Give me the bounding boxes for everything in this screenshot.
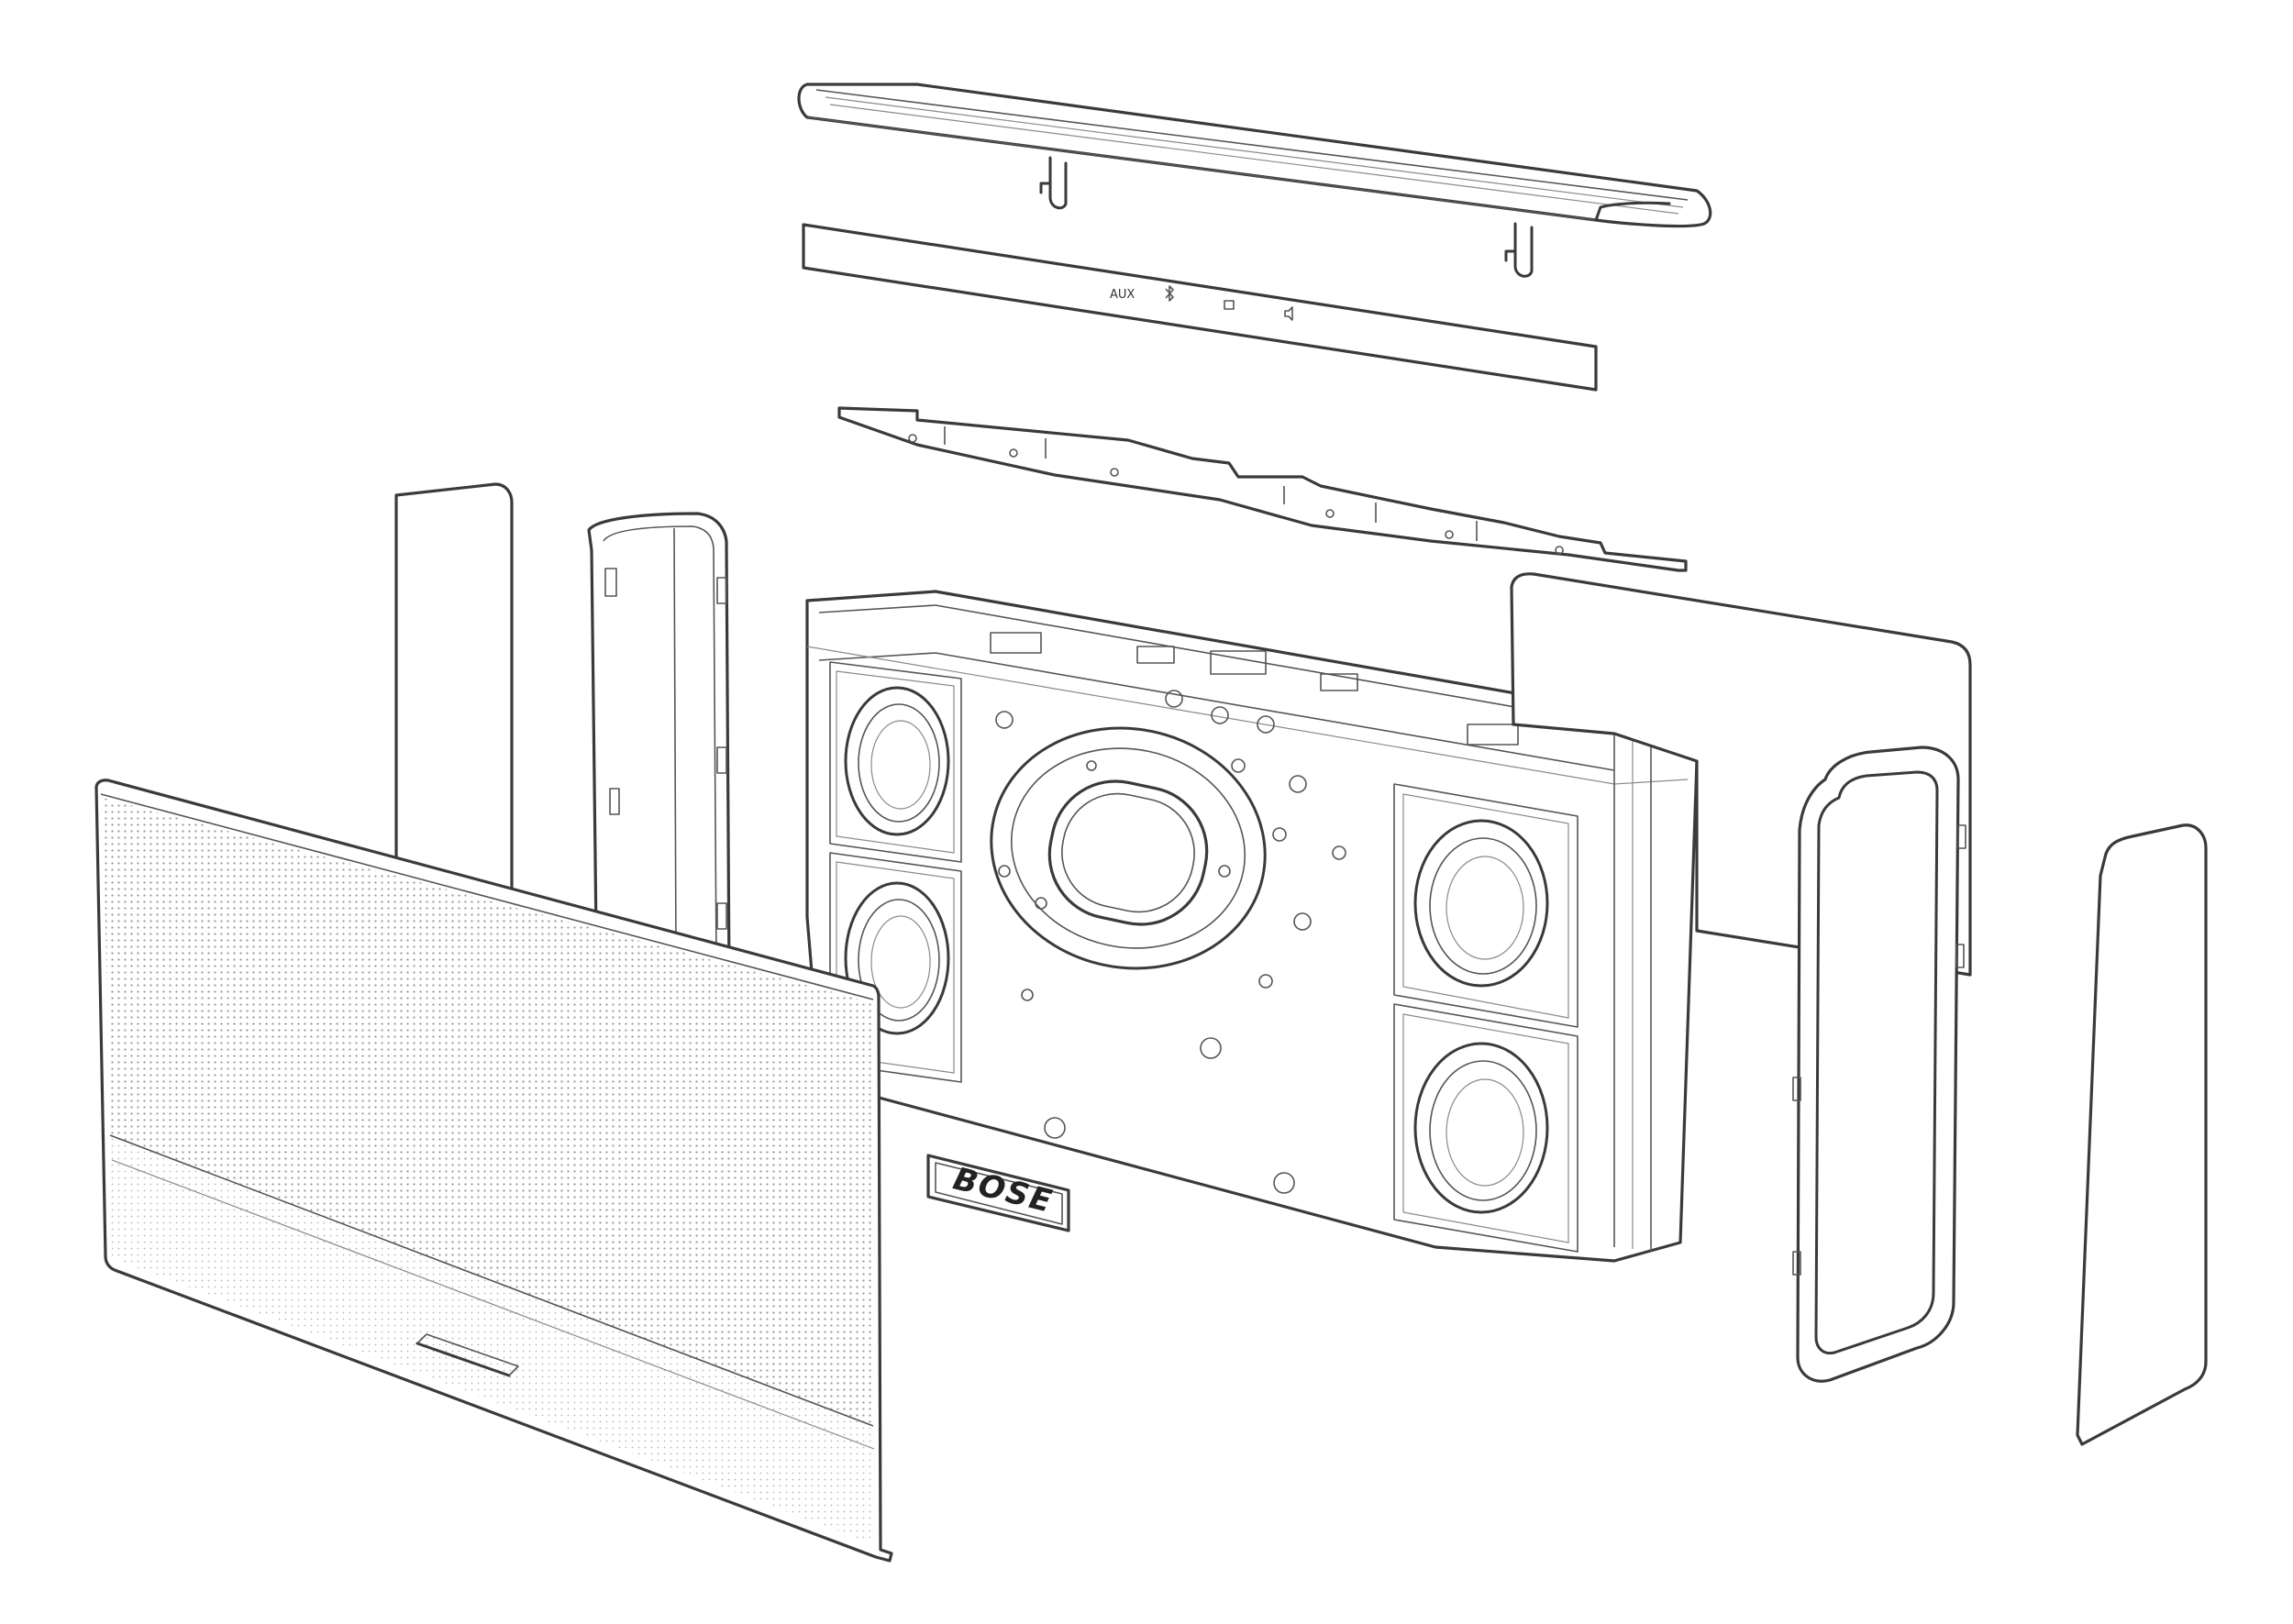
bluetooth-icon <box>1165 285 1174 302</box>
bose-badge: BOSE <box>926 1154 1070 1232</box>
right-outer-side-panel <box>2076 823 2208 1446</box>
button-panel-strip: AUX <box>802 223 1598 392</box>
speaker-enclosure <box>805 590 1699 1263</box>
circuit-board <box>837 406 1688 572</box>
power-icon <box>1224 300 1235 310</box>
woofer-right-top <box>1393 783 1579 1028</box>
right-end-cap <box>1792 746 1966 1383</box>
top-cover <box>797 83 1712 278</box>
woofer-right-bottom <box>1393 1003 1579 1253</box>
mounting-holes <box>995 690 1346 1194</box>
passive-radiator <box>990 726 1267 970</box>
woofer-left-top <box>829 661 962 863</box>
aux-label: AUX <box>1110 288 1135 302</box>
left-outer-side-panel <box>394 482 514 900</box>
front-grille <box>94 779 893 1563</box>
left-end-cap <box>587 512 731 981</box>
mute-icon <box>1284 306 1293 321</box>
